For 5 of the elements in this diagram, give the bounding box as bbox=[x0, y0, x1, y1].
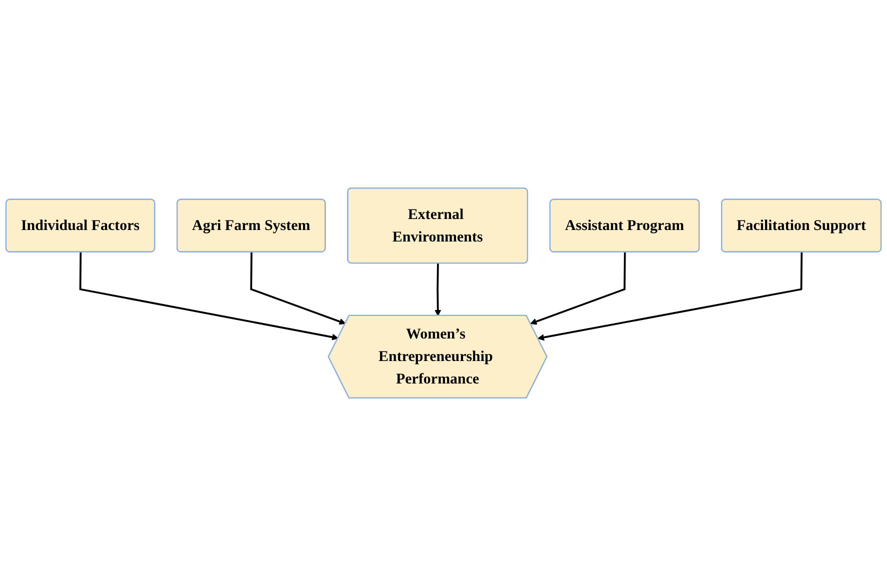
arrow bbox=[79, 252, 338, 340]
arrow bbox=[538, 252, 803, 341]
arrow bbox=[434, 263, 442, 316]
arrow bbox=[250, 252, 346, 325]
arrow bbox=[530, 252, 626, 325]
